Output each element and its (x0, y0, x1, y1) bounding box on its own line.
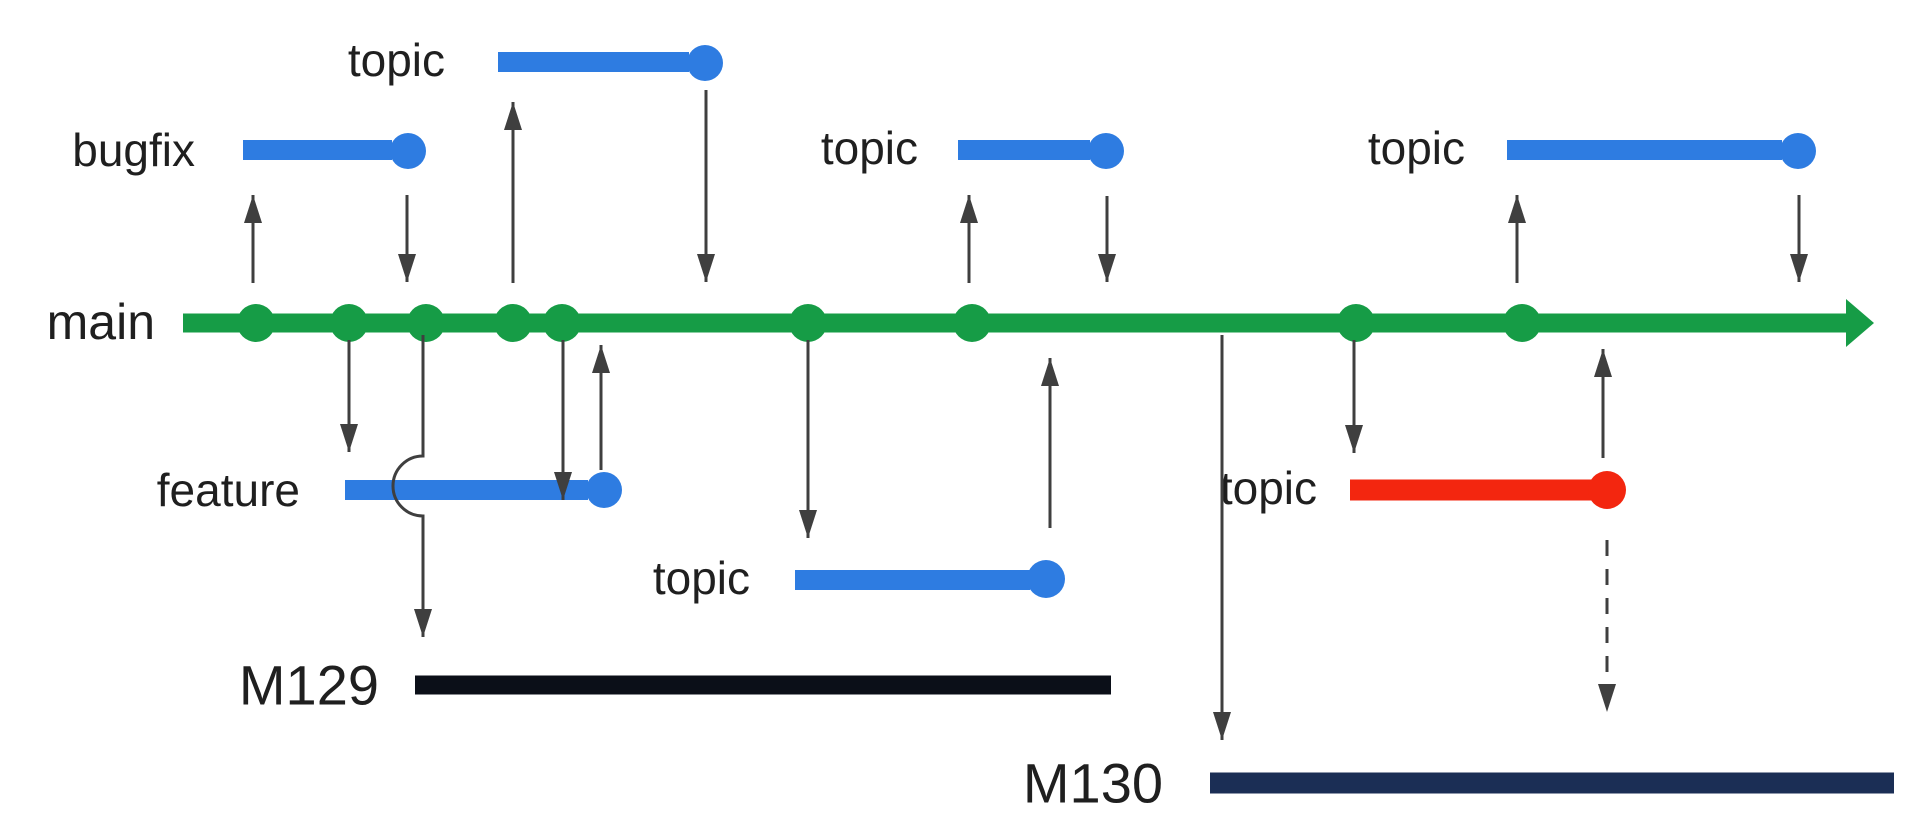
release-m129: M129 (239, 654, 1111, 717)
feature-branch-head (586, 472, 622, 508)
topic-branch-label: topic (348, 34, 445, 86)
arrow-main-to-m129-release-with-hop (391, 335, 432, 637)
commit-dot (953, 304, 991, 342)
branch-topic-bottom-right-red: topic (1220, 340, 1626, 712)
bugfix-branch-label: bugfix (72, 124, 195, 176)
main-branch: main (47, 294, 1874, 350)
m130-release-label: M130 (1023, 752, 1163, 815)
topic-branch-label: topic (1220, 462, 1317, 514)
branch-bugfix: bugfix (72, 124, 426, 283)
branch-topic-top-left: topic (348, 34, 723, 283)
commit-dot (330, 304, 368, 342)
branch-topic-bottom-middle: topic (653, 340, 1065, 604)
bugfix-branch-head (390, 133, 426, 169)
commit-dot (494, 304, 532, 342)
commit-dot (789, 304, 827, 342)
branch-feature: feature (157, 340, 622, 516)
main-line-arrowhead-icon (1846, 299, 1874, 347)
branch-topic-top-middle: topic (821, 122, 1124, 283)
topic-branch-head (1088, 133, 1124, 169)
topic-branch-label: topic (1368, 122, 1465, 174)
release-m130: M130 (1023, 335, 1894, 815)
main-branch-label: main (47, 294, 155, 350)
topic-branch-head (1027, 560, 1065, 598)
commit-dot (1337, 304, 1375, 342)
m129-release-label: M129 (239, 654, 379, 717)
topic-branch-label: topic (821, 122, 918, 174)
branch-topic-top-right: topic (1368, 122, 1816, 283)
commit-dot (237, 304, 275, 342)
commit-dot (407, 304, 445, 342)
topic-branch-head (1780, 133, 1816, 169)
commit-dot (1503, 304, 1541, 342)
feature-branch-label: feature (157, 464, 300, 516)
topic-branch-head (687, 45, 723, 81)
topic-branch-label: topic (653, 552, 750, 604)
red-topic-branch-head (1588, 471, 1626, 509)
commit-dot (543, 304, 581, 342)
